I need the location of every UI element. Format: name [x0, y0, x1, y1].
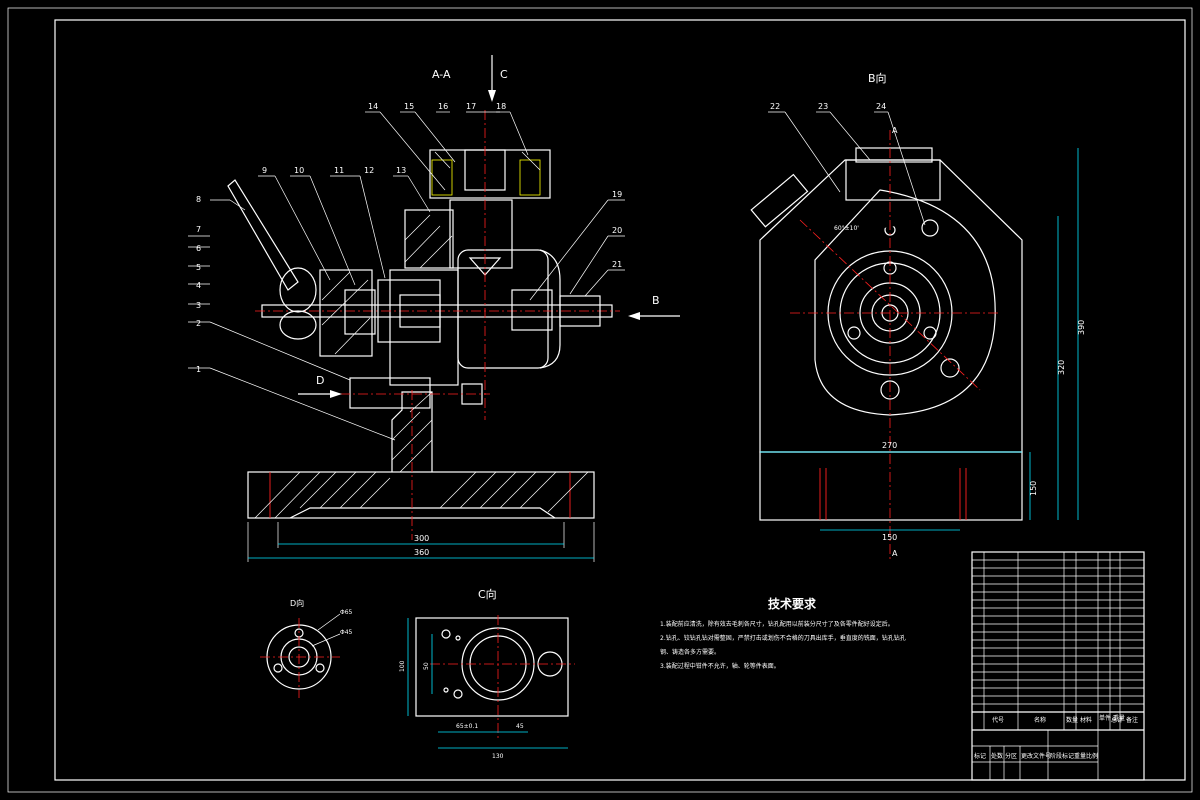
dim-c-height: 100 [399, 660, 406, 672]
dim-b-390: 390 [1077, 320, 1086, 335]
part-11: 11 [334, 166, 344, 175]
leader-lines [188, 111, 625, 441]
dim-base-360: 360 [414, 548, 429, 557]
dim-d-outer: Φ65 [340, 609, 353, 616]
part-10: 10 [294, 166, 304, 175]
dim-b-320: 320 [1057, 360, 1066, 375]
dim-c-inner-height: 50 [423, 662, 430, 670]
tb-col-weight: 单件 重量 [1099, 714, 1125, 722]
arrow-b-label: B [652, 294, 660, 307]
view-c-title: C向 [478, 587, 497, 601]
dim-d-inner: Φ45 [340, 629, 353, 636]
drill-bushing-top [429, 149, 551, 199]
view-c: C向 65±0.1 45 130 100 50 [399, 587, 575, 760]
part-5: 5 [196, 263, 201, 272]
tech-line-2: 2.钻孔、铰钻孔钻对需整固，严禁打击或划伤不合格的刀具出库手，垂直度的铣面，钻孔… [660, 634, 906, 642]
part-6: 6 [196, 244, 201, 253]
section-a-top-label: A [892, 126, 898, 135]
part-15: 15 [404, 102, 414, 111]
dim-b-150: 150 [882, 533, 897, 542]
part-8: 8 [196, 195, 201, 204]
part-16: 16 [438, 102, 448, 111]
part-17: 17 [466, 102, 476, 111]
tb-zone: 分区 [1005, 752, 1017, 760]
column [391, 391, 433, 472]
tb-doc: 更改文件号 [1021, 752, 1051, 760]
part-22: 22 [770, 102, 780, 111]
part-9: 9 [262, 166, 267, 175]
part-19: 19 [612, 190, 622, 199]
tech-requirements: 技术要求 1.装配前应清洗，除有效去毛刺各尺寸，钻孔配用以前装分尺寸了及各零件配… [660, 596, 906, 670]
part-13: 13 [396, 166, 406, 175]
tb-scale: 比例 [1086, 752, 1098, 760]
part-23: 23 [818, 102, 828, 111]
tb-col-code: 代号 [992, 716, 1004, 724]
view-b-title: B向 [868, 71, 887, 85]
view-d: D向 Φ65 Φ45 [260, 598, 353, 698]
part-1: 1 [196, 365, 201, 374]
tb-count: 处数 [991, 752, 1003, 760]
part-2: 2 [196, 319, 201, 328]
tb-stage: 阶段标记 [1050, 752, 1074, 760]
tech-line-1: 1.装配前应清洗，除有效去毛刺各尺寸，钻孔配用以前装分尺寸了及各零件配好设定后。 [660, 620, 894, 628]
tech-line-3: 钢、铸造各多方需要。 [660, 648, 720, 656]
base-hatch [254, 471, 589, 519]
view-d-title: D向 [290, 598, 304, 608]
arrow-c-head [488, 90, 496, 102]
part-12: 12 [364, 166, 374, 175]
dim-b-150-v: 150 [1029, 481, 1038, 496]
tech-requirements-title: 技术要求 [768, 596, 817, 611]
part-24: 24 [876, 102, 886, 111]
section-aa-view: A-A C [188, 55, 680, 562]
inner-frame [54, 19, 1186, 781]
section-a-bottom-label: A [892, 549, 898, 558]
part-18: 18 [496, 102, 506, 111]
tb-mark: 标记 [974, 752, 986, 760]
tb-col-total: 总计 [1111, 716, 1123, 724]
dim-c-width: 130 [492, 753, 504, 760]
part-20: 20 [612, 226, 622, 235]
dim-base-300: 300 [414, 534, 429, 543]
tb-col-remark: 备注 [1126, 716, 1138, 724]
outer-frame [7, 7, 1193, 793]
tb-col-qty: 数量 [1066, 716, 1078, 724]
dim-angle: 60°±10' [834, 225, 859, 232]
part-4: 4 [196, 281, 201, 290]
tech-line-4: 3.装配过程中钳件不允许，轴、轮等件表面。 [660, 662, 780, 670]
part-3: 3 [196, 301, 201, 310]
dim-c-right: 45 [516, 723, 524, 730]
part-21: 21 [612, 260, 622, 269]
tb-col-name: 名称 [1034, 716, 1046, 724]
arrow-c-label: C [500, 68, 508, 81]
title-block: 代号 名称 数量 材料 单件 重量 总计 备注 标记 处数 分区 更改文件号 阶… [971, 551, 1145, 781]
tb-weight: 重量 [1074, 752, 1086, 760]
tb-col-material: 材料 [1080, 716, 1092, 724]
part-7: 7 [196, 225, 201, 234]
part-14: 14 [368, 102, 378, 111]
dim-c-left: 65±0.1 [456, 723, 478, 730]
section-aa-title: A-A [432, 68, 451, 81]
base-plate [247, 471, 595, 519]
handle-lever [227, 179, 299, 291]
arrow-d-label: D [316, 374, 324, 387]
dim-b-270: 270 [882, 441, 897, 450]
view-b: B向 A A 60°±10' [750, 71, 1086, 560]
